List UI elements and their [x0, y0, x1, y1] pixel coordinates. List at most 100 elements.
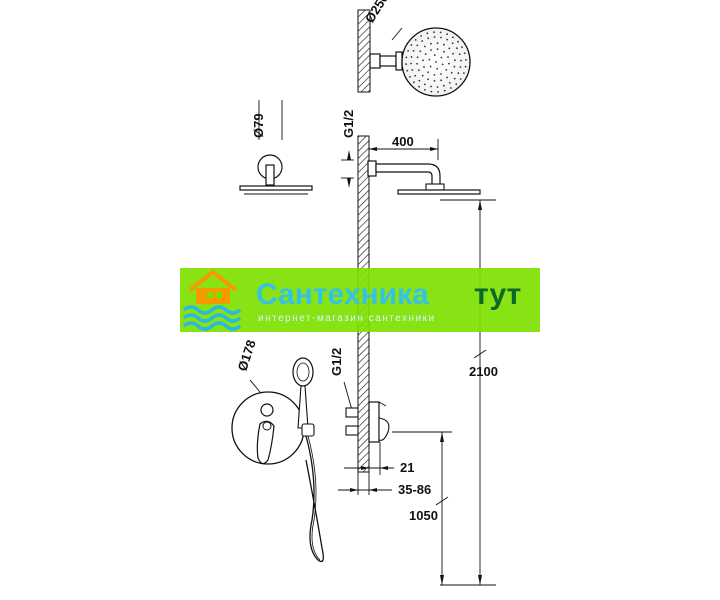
nozzle-dot [405, 56, 408, 59]
nozzle-dot [456, 47, 458, 50]
mixer-depth-range-label: 35-86 [398, 482, 431, 497]
nozzle-dot [463, 52, 466, 55]
nozzle-dot [450, 71, 453, 74]
nozzle-dot [436, 42, 439, 44]
shower-hose [305, 435, 324, 563]
shower-arm [375, 163, 441, 187]
mixer-lever [256, 420, 275, 465]
nozzle-dot [447, 56, 449, 58]
nozzle-dot [418, 85, 420, 88]
nozzle-dot [458, 53, 461, 55]
nozzle-dot [448, 62, 450, 65]
nozzle-dot [414, 39, 417, 41]
nozzle-dot [421, 40, 424, 42]
nozzle-dot [416, 44, 419, 47]
nozzle-dot [445, 69, 448, 71]
mixer-plate-side [368, 401, 380, 443]
nozzle-dot [451, 42, 454, 45]
nozzle-dots [405, 31, 467, 93]
nozzle-dot [450, 87, 452, 89]
nozzle-dot [433, 36, 436, 38]
nozzle-dot [430, 90, 433, 93]
nozzle-dot [409, 76, 411, 78]
arm-length-label: 400 [392, 134, 414, 149]
overhead-head-side [397, 189, 481, 195]
nozzle-dot [459, 78, 462, 80]
nozzle-dot [433, 74, 436, 76]
shower-height-label: 2100 [469, 364, 498, 379]
nozzle-dot [430, 85, 432, 88]
nozzle-dot [441, 63, 444, 66]
nozzle-dot [426, 32, 429, 35]
nozzle-dot [457, 40, 459, 43]
nozzle-dot [443, 50, 445, 53]
mixer-thread-label: G1/2 [329, 348, 344, 376]
nozzle-dot [443, 84, 445, 87]
mixer-height-label: 1050 [409, 508, 438, 523]
hand-shower-assembly [292, 357, 324, 563]
mixer-depth-label: 21 [400, 460, 414, 475]
wall-outlet-diameter-label: Ø79 [251, 113, 266, 138]
nozzle-dot [459, 66, 462, 68]
diverter-knob [260, 403, 274, 417]
nozzle-dot [411, 69, 414, 71]
nozzle-dot [452, 36, 454, 39]
nozzle-dot [436, 86, 439, 88]
nozzle-dot [428, 58, 431, 61]
nozzle-dot [433, 80, 436, 82]
nozzle-dot [439, 31, 442, 34]
nozzle-dot [463, 72, 465, 74]
nozzle-dot [422, 59, 424, 62]
nozzle-dot [406, 69, 409, 72]
nozzle-dot [455, 83, 458, 85]
banner-title-main: Сантехника [256, 278, 429, 311]
nozzle-dot [410, 44, 413, 46]
nozzle-dot [424, 45, 426, 48]
watermark-banner: Сантехника тут интернет-магазин сантехни… [180, 268, 540, 332]
hand-shower-head [292, 357, 314, 387]
nozzle-dot [410, 62, 412, 65]
nozzle-dot [433, 31, 435, 33]
nozzle-dot [440, 56, 443, 59]
overhead-shower-head-view: Ø250 [357, 0, 471, 97]
nozzle-dot [410, 56, 413, 58]
nozzle-dot [446, 76, 448, 79]
nozzle-dot [416, 62, 418, 65]
nozzle-dot [435, 61, 437, 63]
nozzle-dot [430, 42, 432, 45]
mixer-front-view: Ø178 [231, 338, 305, 465]
mixer-plate-diameter-label: Ø178 [235, 338, 259, 373]
nozzle-dot [414, 74, 416, 77]
nozzle-dot [424, 89, 426, 91]
nozzle-dot [418, 69, 420, 72]
arm-thread-label: G1/2 [341, 110, 356, 138]
nozzle-dot [427, 71, 429, 74]
nozzle-dot [433, 54, 436, 56]
shower-height-dimension: 2100 [440, 199, 498, 586]
nozzle-dot [429, 65, 432, 68]
hand-shower-handle [297, 385, 309, 429]
nozzle-dot [448, 47, 451, 50]
nozzle-dot [453, 65, 456, 68]
nozzle-dot [413, 81, 415, 84]
nozzle-dot [464, 65, 467, 68]
nozzle-dot [436, 48, 439, 50]
shower-arm-assembly: 400 [367, 134, 481, 195]
nozzle-dot [423, 83, 426, 86]
nozzle-dot [423, 66, 425, 68]
house-waves-logo-icon [182, 270, 242, 331]
wall-hatch-top [357, 9, 371, 93]
nozzle-dot [427, 37, 429, 40]
hand-shower-holder [301, 423, 315, 437]
nozzle-dot [412, 49, 415, 52]
banner-title-accent: тут [474, 278, 521, 311]
wall-outlet-view: Ø79 [239, 100, 313, 195]
nozzle-dot [443, 89, 446, 92]
banner-subtitle: интернет-магазин сантехники [258, 313, 436, 324]
nozzle-dot [453, 77, 456, 80]
nozzle-dot [454, 59, 456, 62]
nozzle-dot [443, 43, 445, 46]
nozzle-dot [460, 59, 462, 62]
nozzle-dot [430, 49, 432, 51]
